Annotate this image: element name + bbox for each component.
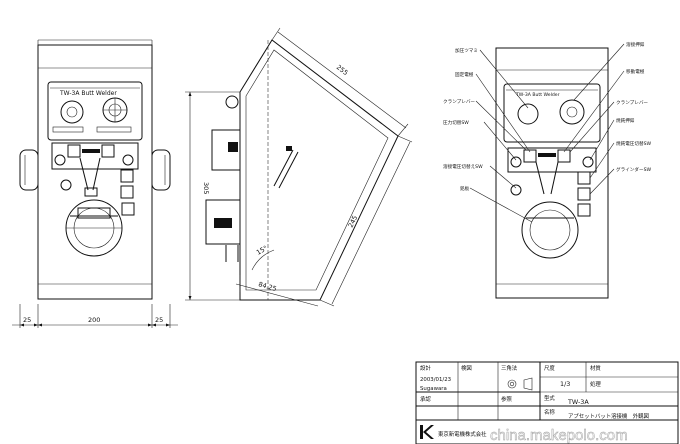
designer: Sugawara [420, 386, 447, 392]
callout-clamp-lever-right: クランプレバー [616, 100, 648, 106]
callout-anneal-voltage-switch: 焼鈍電圧切替SW [616, 140, 651, 147]
callout-fixed-electrode: 固定電極 [455, 71, 474, 78]
callout-anneal-button: 焼鈍押釦 [616, 117, 635, 124]
scale-value: 1/3 [560, 380, 570, 388]
scale-label: 尺度 [544, 364, 555, 372]
dim-angle: 15° [255, 244, 269, 257]
model-label: 型式 [544, 394, 555, 402]
callout-pressure-switch: 圧力切替SW [443, 119, 469, 126]
callout-weld-button: 溶接押釦 [626, 41, 645, 48]
dim-height: 305 [202, 182, 210, 194]
design-label: 設計 [420, 364, 431, 372]
panel-title: TW-3A Butt Welder [59, 90, 117, 97]
callout-grinder-switch: グラインダーSW [616, 166, 651, 173]
name-label: 名称 [544, 408, 555, 416]
material-label: 材質 [590, 364, 601, 372]
projection-label: 三角法 [501, 364, 518, 372]
title-block: 設計 2003/01/23 Sugawara 検図 三角法 承認 参照 尺度 1… [415, 361, 679, 444]
company-name: 東京新電機株式会社 [438, 430, 487, 438]
company-logo-icon [420, 425, 434, 439]
watermark: china.makepolo.com [490, 427, 628, 444]
model-value: TW-3A [567, 398, 589, 406]
ref-label: 参照 [501, 395, 512, 403]
callout-weld-voltage-switch: 溶接電圧切替えSW [443, 163, 483, 170]
callout-moving-electrode: 移動電極 [626, 68, 645, 75]
approve-label: 承認 [420, 395, 431, 403]
callout-nameplate: 銘板 [460, 185, 470, 192]
callout-clamp-lever-left: クランプレバー [443, 99, 475, 105]
finish-label: 処理 [590, 380, 601, 388]
dim-top: 255 [335, 63, 350, 77]
dim-left: 25 [23, 316, 31, 324]
design-date: 2003/01/23 [420, 377, 451, 383]
side-view: 305 255 245 15° 84.25 [185, 27, 413, 307]
name-value: アプセットバット溶接機 外観図 [568, 412, 649, 420]
front-view: TW-3A Butt Welder [12, 39, 178, 328]
dim-width: 200 [88, 316, 100, 324]
svg-text:TW-3A Butt Welder: TW-3A Butt Welder [515, 92, 560, 98]
projection-symbol-icon [507, 377, 533, 391]
dim-bottom: 84.25 [257, 280, 277, 293]
dim-diag: 245 [347, 214, 360, 229]
annotated-view: TW-3A Butt Welder 加圧ツマミ 固定電極 クランプレバー 圧力切… [443, 41, 651, 299]
dim-right: 25 [155, 316, 163, 324]
callout-pressure-knob: 加圧ツマミ [455, 47, 478, 54]
check-label: 検図 [461, 364, 472, 372]
